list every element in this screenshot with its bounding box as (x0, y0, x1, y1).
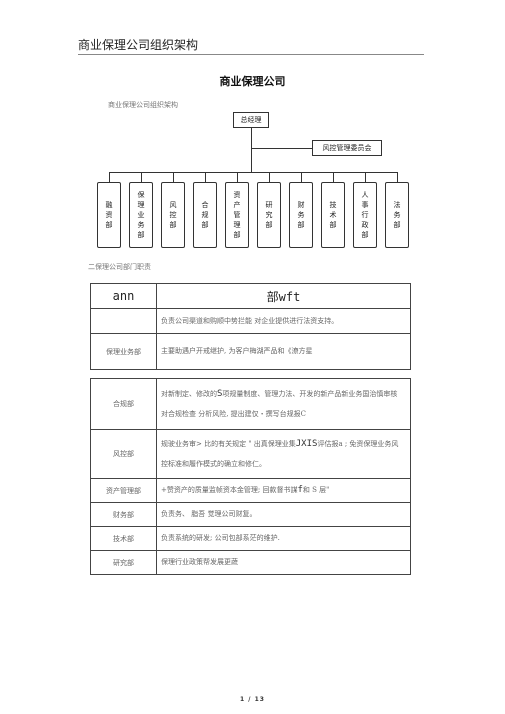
table-cell: 规驶业务审> 比的有关规定 " 出真保理业集JXIS评估报a ; 免资保理业务风… (156, 429, 411, 479)
connector-line (109, 172, 110, 182)
document-title: 商业保理公司 (219, 75, 286, 88)
duties-table-2: 合规部 对新制定、修改的S项规量制度、管理力法、开发的新产品新业务国治慎审核 对… (90, 378, 411, 575)
connector-line (365, 172, 366, 182)
connector-line (333, 172, 334, 182)
section-label: 二保理公司部门职责 (88, 263, 151, 271)
connector-line (141, 172, 142, 182)
dept-box: 合规部 (193, 182, 217, 248)
connector-line (269, 172, 270, 182)
table-cell: 保理行业政策帮发展更蔬 (156, 550, 411, 575)
table-header-left: ann (90, 283, 157, 309)
table-cell: 主要助遇户开戒继护, 为客户梅湖严品和《潦方星 (156, 333, 411, 370)
table-cell: 合规部 (90, 378, 157, 430)
connector-line (109, 172, 397, 173)
dept-box: 法务部 (385, 182, 409, 248)
dept-box: 资产管理部 (225, 182, 249, 248)
table-cell: 保理业务部 (90, 333, 157, 370)
duties-table-1: ann 部wft 负责公司渠道和购顺中势拦能 对企业提供进行法资支持。 保理业务… (90, 283, 411, 370)
connector-line (301, 172, 302, 182)
connector-line (173, 172, 174, 182)
table-cell: 负责务、 脂吾 觉理公司财复。 (156, 502, 411, 527)
connector-line (397, 172, 398, 182)
connector-line (251, 128, 252, 172)
dept-box: 财务部 (289, 182, 313, 248)
table-cell: 对新制定、修改的S项规量制度、管理力法、开发的新产品新业务国治慎审核 对合规检查… (156, 378, 411, 430)
connector-line (251, 148, 312, 149)
page-header-title: 商业保理公司组织架构 (78, 38, 199, 52)
table-cell: 技术部 (90, 526, 157, 551)
dept-box: 风控部 (161, 182, 185, 248)
dept-box: 人事行政部 (353, 182, 377, 248)
table-cell: 资产管理部 (90, 478, 157, 503)
org-node-committee: 风控管理委员会 (312, 140, 382, 156)
org-chart-label: 商业保理公司组织架构 (108, 101, 178, 109)
header-divider (78, 54, 424, 55)
dept-box: 保理业务部 (129, 182, 153, 248)
table-cell: 研究部 (90, 550, 157, 575)
table-cell: 财务部 (90, 502, 157, 527)
dept-box: 融资部 (97, 182, 121, 248)
table-cell: 负责公司渠道和购顺中势拦能 对企业提供进行法资支持。 (156, 308, 411, 334)
dept-box: 研究部 (257, 182, 281, 248)
table-cell (90, 308, 157, 334)
table-header-right: 部wft (156, 283, 411, 309)
org-node-top: 总经理 (233, 112, 269, 128)
page-number: 1 / 13 (240, 696, 265, 703)
table-cell: 风控部 (90, 429, 157, 479)
connector-line (205, 172, 206, 182)
connector-line (237, 172, 238, 182)
table-cell: 负责系统的研发; 公司包部系茫的维护. (156, 526, 411, 551)
dept-box: 技术部 (321, 182, 345, 248)
table-cell: +赞资产的质量监帧资本金管理; 回款督书謀f和 S 层" (156, 478, 411, 503)
